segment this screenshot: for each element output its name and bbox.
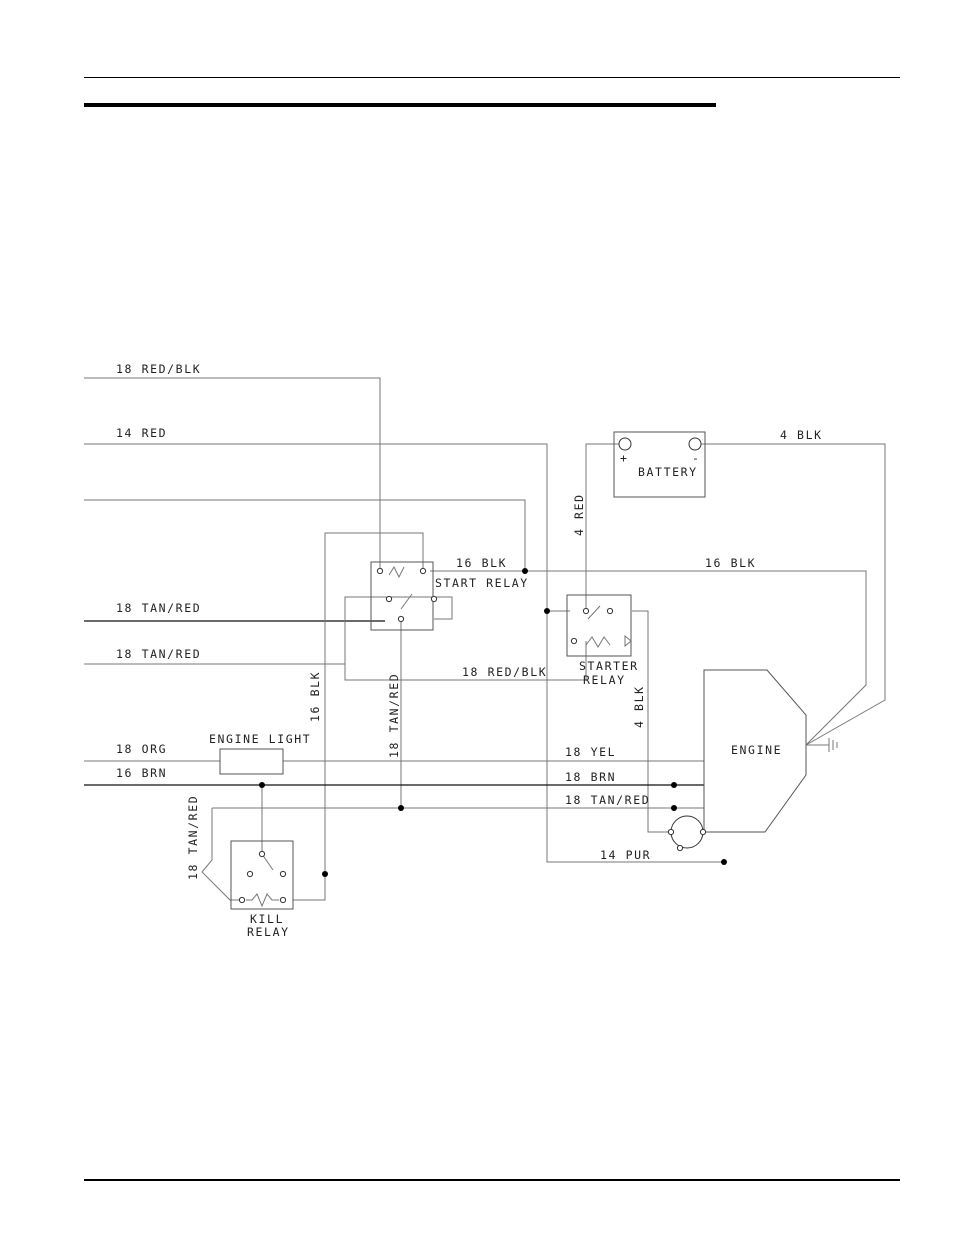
battery: + - BATTERY [614,432,705,497]
engine-light: ENGINE LIGHT [209,732,311,774]
wire-18-red-blk-top [84,378,380,571]
label-18-tan-red-2: 18 TAN/RED [116,647,201,661]
battery-plus-sign: + [620,451,629,465]
kill-relay-label-2: RELAY [247,925,290,939]
label-4-blk-top: 4 BLK [780,428,823,442]
label-16-blk-vert: 16 BLK [308,671,322,722]
label-16-blk-start: 16 BLK [456,556,507,570]
wire-4-red [586,444,625,611]
splices [259,568,727,877]
kill-relay: KILL RELAY [231,841,293,939]
battery-positive-terminal [619,438,631,450]
label-16-blk-right: 16 BLK [705,556,756,570]
starter-relay: STARTER RELAY [567,595,639,687]
splice-dot [671,805,677,811]
label-18-org: 18 ORG [116,742,167,756]
splice-dot [322,871,328,877]
wires [84,378,885,900]
kill-relay-label-1: KILL [250,912,284,926]
label-18-yel: 18 YEL [565,745,616,759]
splice-dot [259,782,265,788]
splice-dot [522,568,528,574]
label-4-red: 4 RED [572,493,586,536]
splice-dot [671,782,677,788]
label-18-tan-red-vert: 18 TAN/RED [387,673,401,758]
battery-negative-terminal [689,438,701,450]
start-relay: START RELAY [371,562,529,630]
splice-dot [398,805,404,811]
splice-dot [544,608,550,614]
label-14-red: 14 RED [116,426,167,440]
wire-16-blk-right [525,571,866,745]
label-18-red-blk-top: 18 RED/BLK [116,362,201,376]
label-18-tan-red-kill: 18 TAN/RED [186,795,200,880]
start-relay-label: START RELAY [435,576,529,590]
wire-4-blk-top [695,444,885,745]
starter-motor [671,816,703,848]
wire-18-tan-red-kill [202,808,242,900]
label-4-blk-vert: 4 BLK [632,685,646,728]
engine-light-label: ENGINE LIGHT [209,732,311,746]
label-18-brn: 18 BRN [565,770,616,784]
splice-dot [721,859,727,865]
starter-relay-label-1: STARTER [579,659,639,673]
label-18-tan-red-1: 18 TAN/RED [116,601,201,615]
battery-label: BATTERY [638,465,698,479]
label-14-pur: 14 PUR [600,848,651,862]
label-16-brn: 16 BRN [116,766,167,780]
label-18-red-blk-mid: 18 RED/BLK [462,665,547,679]
engine-label: ENGINE [731,743,782,757]
battery-minus-sign: - [692,451,701,465]
engine: ENGINE [668,670,837,851]
label-18-tan-red-3: 18 TAN/RED [565,793,650,807]
starter-relay-label-2: RELAY [583,673,626,687]
